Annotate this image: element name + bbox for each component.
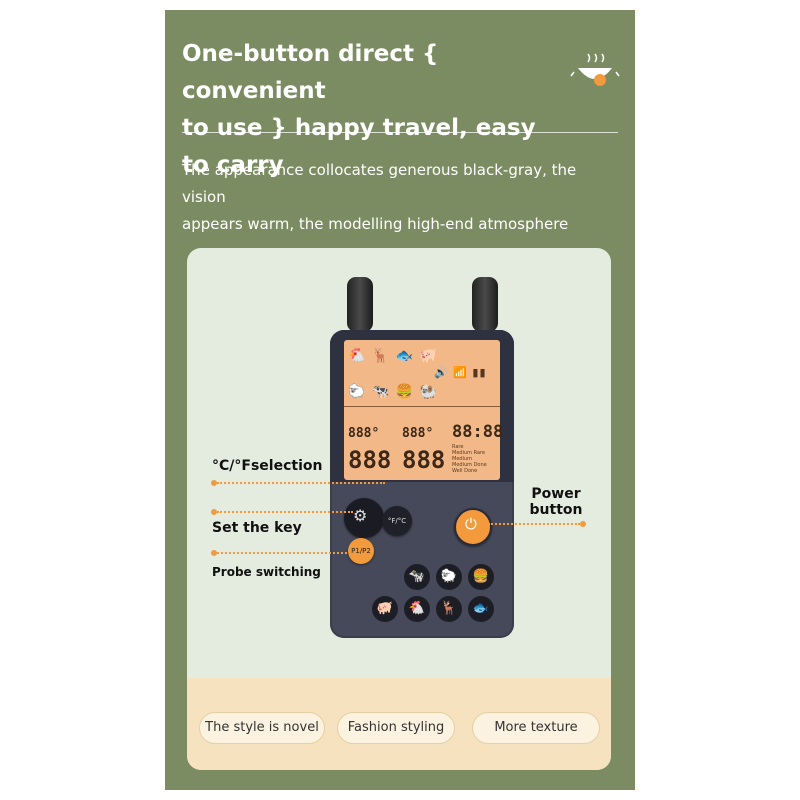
callout-dot-unit — [211, 480, 217, 486]
subtitle-line-1: The appearance collocates generous black… — [182, 161, 577, 206]
tag-pill-3: More texture — [472, 712, 600, 744]
callout-line-unit — [217, 482, 385, 484]
preset-venison-button[interactable]: 🦌 — [436, 596, 462, 622]
doneness-medium-done: Medium Done — [452, 462, 487, 468]
power-label-line-1: Power — [531, 486, 581, 502]
chicken-icon: 🐔 — [408, 601, 426, 616]
tag-label-1: The style is novel — [205, 720, 319, 735]
deer-icon: 🦌 — [440, 601, 458, 616]
probe-switching-label: Probe switching — [212, 565, 321, 579]
headline-line-1: One-button direct { convenient — [182, 41, 439, 104]
power-label-line-2: button — [529, 502, 583, 518]
power-button[interactable]: ⏻ — [454, 508, 492, 546]
tag-band: The style is novel Fashion styling More … — [187, 678, 611, 770]
probe-button-label: P1/P2 — [351, 547, 371, 555]
bowl-icon — [570, 53, 620, 86]
power-icon: ⏻ — [465, 515, 477, 533]
power-button-label: Power button — [528, 486, 584, 518]
subtitle: The appearance collocates generous black… — [182, 157, 622, 238]
divider — [182, 132, 618, 133]
antenna-right — [472, 277, 498, 332]
preset-beef-button[interactable]: 🐄 — [404, 564, 430, 590]
probe2-temp-big: 888 — [402, 446, 446, 474]
callout-dot-probe — [211, 550, 217, 556]
set-key-button[interactable]: ⚙ — [344, 498, 384, 538]
tag-pill-2: Fashion styling — [337, 712, 455, 744]
headline: One-button direct { convenient to use } … — [182, 36, 562, 184]
cog-icon: ⚙ — [353, 506, 368, 525]
probe1-temp-small: 888° — [348, 426, 380, 441]
probe2-temp-small: 888° — [402, 426, 434, 441]
doneness-well-done: Well Done — [452, 468, 478, 474]
thermometer-device: 🐔 🦌 🐟 🐖 🔊 📶 ▮▮ 🐑 🐄 🍔 🐏 888° 888° 88:88 8… — [330, 330, 514, 638]
callout-dot-power — [580, 521, 586, 527]
preset-chicken-button[interactable]: 🐔 — [404, 596, 430, 622]
set-key-label: Set the key — [212, 520, 302, 536]
timer-display: 88:88 — [452, 422, 504, 442]
lcd-divider — [344, 406, 500, 407]
preset-burger-button[interactable]: 🍔 — [468, 564, 494, 590]
meat-icons-row-1: 🐔 🦌 🐟 🐖 — [348, 348, 439, 364]
doneness-list: Rare Medium Rare Medium Medium Done Well… — [452, 444, 487, 474]
unit-selection-button[interactable]: °F/°C — [382, 506, 412, 536]
probe1-temp-big: 888 — [348, 446, 392, 474]
doneness-medium-rare: Medium Rare — [452, 450, 486, 456]
unit-selection-label: °C/°Fselection — [212, 458, 323, 474]
fish-icon: 🐟 — [472, 601, 490, 616]
preset-lamb-button[interactable]: 🐑 — [436, 564, 462, 590]
doneness-medium: Medium — [452, 456, 472, 462]
callout-line-power — [488, 523, 580, 525]
cow-icon: 🐄 — [408, 569, 426, 584]
meat-icons-row-2: 🐑 🐄 🍔 🐏 — [348, 384, 439, 400]
tag-pill-1: The style is novel — [199, 712, 325, 744]
device-screen-bezel: 🐔 🦌 🐟 🐖 🔊 📶 ▮▮ 🐑 🐄 🍔 🐏 888° 888° 88:88 8… — [330, 330, 514, 482]
antenna-left — [347, 277, 373, 332]
unit-button-label: °F/°C — [387, 517, 407, 525]
tag-label-2: Fashion styling — [347, 720, 445, 735]
callout-dot-set — [211, 509, 217, 515]
probe-switch-button[interactable]: P1/P2 — [348, 538, 374, 564]
doneness-rare: Rare — [452, 444, 464, 450]
callout-line-probe — [217, 552, 351, 554]
tag-label-3: More texture — [494, 720, 578, 735]
lcd-screen: 🐔 🦌 🐟 🐖 🔊 📶 ▮▮ 🐑 🐄 🍔 🐏 888° 888° 88:88 8… — [344, 340, 504, 480]
subtitle-line-2: appears warm, the modelling high-end atm… — [182, 215, 569, 233]
preset-fish-button[interactable]: 🐟 — [468, 596, 494, 622]
pig-icon: 🐖 — [376, 601, 394, 616]
burger-icon: 🍔 — [472, 569, 490, 584]
headline-line-2: to use } happy travel, easy to carry — [182, 115, 536, 178]
callout-line-set — [217, 511, 353, 513]
sheep-icon: 🐑 — [440, 569, 458, 584]
preset-pork-button[interactable]: 🐖 — [372, 596, 398, 622]
status-icons: 🔊 📶 ▮▮ — [434, 366, 487, 379]
